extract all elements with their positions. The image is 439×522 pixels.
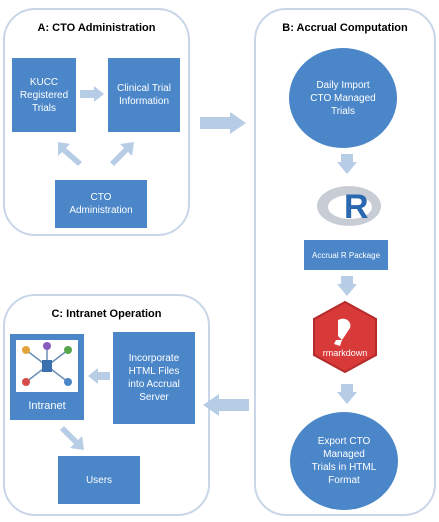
daily-import-label: Daily Import CTO Managed Trials <box>310 79 376 117</box>
r-logo-letter: R <box>344 188 369 226</box>
arrow-r-to-rmarkdown <box>337 276 357 296</box>
r-logo: R <box>314 180 384 236</box>
kucc-registered-trials-box: KUCC Registered Trials <box>12 58 76 132</box>
arrow-b-to-c <box>203 394 249 416</box>
intranet-box: Intranet <box>10 334 84 420</box>
arrow-import-to-r <box>337 154 357 174</box>
incorporate-html-box: Incorporate HTML Files into Accrual Serv… <box>113 332 195 424</box>
export-html-circle: Export CTO Managed Trials in HTML Format <box>290 412 398 510</box>
clinical-trial-information-label: Clinical Trial Information <box>117 83 171 107</box>
arrow-incorporate-to-intranet <box>88 368 110 384</box>
accrual-r-package-box: Accrual R Package <box>304 240 388 270</box>
rmarkdown-label: rmarkdown <box>322 348 368 358</box>
intranet-label: Intranet <box>28 400 66 412</box>
cto-administration-box: CTO Administration <box>55 180 147 228</box>
kucc-registered-trials-label: KUCC Registered Trials <box>19 76 69 114</box>
users-box: Users <box>58 456 140 504</box>
panel-a-title: A: CTO Administration <box>37 22 156 34</box>
arrow-rmarkdown-to-export <box>337 384 357 404</box>
arrow-a-to-b <box>200 112 246 134</box>
cto-administration-label: CTO Administration <box>69 192 133 216</box>
panel-c-title: C: Intranet Operation <box>51 308 162 320</box>
panel-b-title: B: Accrual Computation <box>282 22 408 34</box>
arrow-admin-to-clinical <box>108 140 136 168</box>
arrow-intranet-to-users <box>60 426 86 452</box>
incorporate-html-label: Incorporate HTML Files into Accrual Serv… <box>128 353 180 403</box>
accrual-r-package-label: Accrual R Package <box>311 250 381 260</box>
export-html-label: Export CTO Managed Trials in HTML Format <box>311 436 377 486</box>
users-label: Users <box>85 474 113 486</box>
rmarkdown-logo: rmarkdown <box>312 300 378 374</box>
arrow-registered-to-clinical <box>80 86 104 102</box>
arrow-admin-to-registered <box>56 140 84 168</box>
daily-import-circle: Daily Import CTO Managed Trials <box>289 48 397 148</box>
clinical-trial-information-box: Clinical Trial Information <box>108 58 180 132</box>
network-icon <box>16 340 78 392</box>
